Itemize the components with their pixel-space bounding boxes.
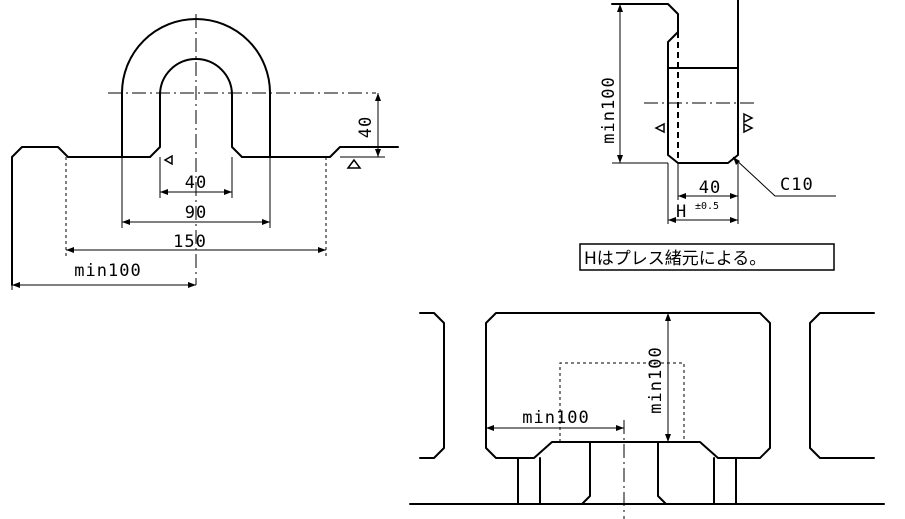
- left-dim-min100: min100: [74, 261, 141, 281]
- right-top-view: min100 40 H ±0.5 C10 Hはプレス緒元による。: [579, 0, 836, 271]
- left-view: 40 40 90 150 min100: [11, 14, 399, 290]
- bottom-main-block: [485, 312, 771, 459]
- bottom-left-block: [419, 312, 445, 459]
- surface-mark-icon: [654, 122, 665, 134]
- left-dim-150: 150: [173, 232, 207, 252]
- left-outer-profile: [11, 18, 399, 286]
- right-top-dim-40: 40: [699, 178, 721, 198]
- bottom-view: min100 min100: [409, 312, 885, 519]
- chamfer-label: C10: [780, 175, 814, 195]
- bottom-dim-min100-vertical: min100: [646, 346, 666, 413]
- note-box: [579, 243, 835, 271]
- bottom-dim-min100-horizontal: min100: [522, 408, 589, 428]
- surface-mark-icon: [743, 122, 754, 134]
- surface-mark-icon: [163, 154, 173, 166]
- h-label: H: [676, 202, 687, 222]
- h-tolerance: ±0.5: [695, 201, 719, 212]
- press-spec-note: Hはプレス緒元による。: [584, 249, 766, 269]
- left-inner-u: [149, 58, 271, 158]
- chamfer-leader: [732, 156, 836, 197]
- left-dim-40-horizontal: 40: [185, 173, 207, 193]
- surface-mark-icon: [743, 112, 754, 124]
- right-top-profile: [611, 0, 739, 164]
- left-dim-90: 90: [185, 203, 207, 223]
- left-dim-40-vertical: 40: [356, 116, 376, 138]
- bottom-posts: [517, 441, 737, 505]
- bottom-right-block: [809, 312, 875, 459]
- surface-mark-icon: [346, 158, 362, 169]
- right-top-dim-min100: min100: [599, 76, 619, 143]
- bottom-dotted-outline: [559, 362, 685, 442]
